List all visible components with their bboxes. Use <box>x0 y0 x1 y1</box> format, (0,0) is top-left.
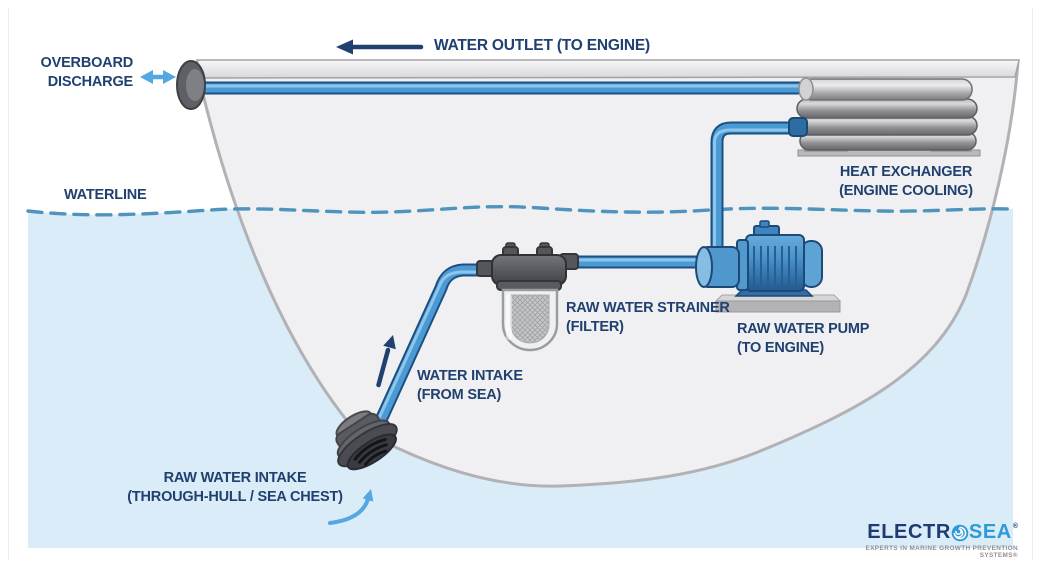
pump-to-heat-exchanger-pipe <box>710 121 799 265</box>
frame-edge-right <box>1032 8 1033 560</box>
raw-water-intake-label-line2: (THROUGH-HULL / SEA CHEST) <box>127 489 343 505</box>
raw-water-pump <box>695 220 842 313</box>
overboard-discharge-fitting <box>176 60 206 110</box>
swirl-o-icon <box>951 524 969 541</box>
water-intake-label-line1: WATER INTAKE <box>417 368 523 384</box>
heat-exchanger-label-line2: (ENGINE COOLING) <box>839 183 973 199</box>
logo-registered-mark: ® <box>1012 523 1018 530</box>
strainer-mesh-basket <box>510 294 550 344</box>
water-intake-label: WATER INTAKE (FROM SEA) <box>417 367 523 405</box>
deck-band <box>196 59 1020 79</box>
heat-exchanger-label: HEAT EXCHANGER (ENGINE COOLING) <box>820 163 992 201</box>
strainer-label: RAW WATER STRAINER (FILTER) <box>566 299 730 337</box>
pump-label-line2: (TO ENGINE) <box>737 340 824 356</box>
pump-label: RAW WATER PUMP (TO ENGINE) <box>737 320 869 358</box>
electrosea-brand: ELECTR SEA ® <box>838 521 1018 544</box>
heat-exchanger-label-line1: HEAT EXCHANGER <box>839 164 973 180</box>
overboard-discharge-label-line1: OVERBOARD <box>40 55 134 71</box>
pump-label-line1: RAW WATER PUMP <box>737 321 870 337</box>
raw-water-intake-label-line1: RAW WATER INTAKE <box>163 470 307 486</box>
water-outlet-arrow-icon <box>336 39 424 55</box>
raw-water-intake-curved-arrow-icon <box>328 489 374 525</box>
strainer-to-pump-pipe <box>549 255 717 269</box>
outlet-pipe <box>192 81 811 95</box>
overboard-discharge-label: OVERBOARD DISCHARGE <box>33 54 134 92</box>
heat-exchanger <box>788 77 981 157</box>
overboard-discharge-label-line2: DISCHARGE <box>47 74 133 90</box>
strainer-label-line2: (FILTER) <box>566 319 624 335</box>
raw-water-strainer <box>476 242 579 352</box>
waterline-label: WATERLINE <box>64 187 147 203</box>
through-hull-intake-fitting <box>335 410 398 471</box>
water-intake-arrow-icon <box>376 335 396 388</box>
frame-edge-left <box>8 8 9 560</box>
heat-exchanger-inlet-coupler <box>788 117 808 137</box>
raw-water-intake-label: RAW WATER INTAKE (THROUGH-HULL / SEA CHE… <box>119 469 351 507</box>
strainer-label-line1: RAW WATER STRAINER <box>566 300 730 316</box>
logo-text-electr: ELECTR <box>867 521 951 543</box>
water-intake-label-line2: (FROM SEA) <box>417 387 502 403</box>
heat-exchanger-outlet-cap <box>798 77 814 101</box>
water-outlet-label: WATER OUTLET (TO ENGINE) <box>434 37 650 54</box>
logo-text-sea: SEA <box>968 521 1012 543</box>
overboard-discharge-double-arrow-icon <box>140 70 176 84</box>
intake-pipe <box>364 263 499 449</box>
logo-tagline: EXPERTS IN MARINE GROWTH PREVENTION SYST… <box>865 545 1018 559</box>
waterline-dashed-line <box>26 204 1015 217</box>
electrosea-logo: ELECTR SEA ® EXPERTS IN MARINE GROWTH PR… <box>838 521 1018 559</box>
